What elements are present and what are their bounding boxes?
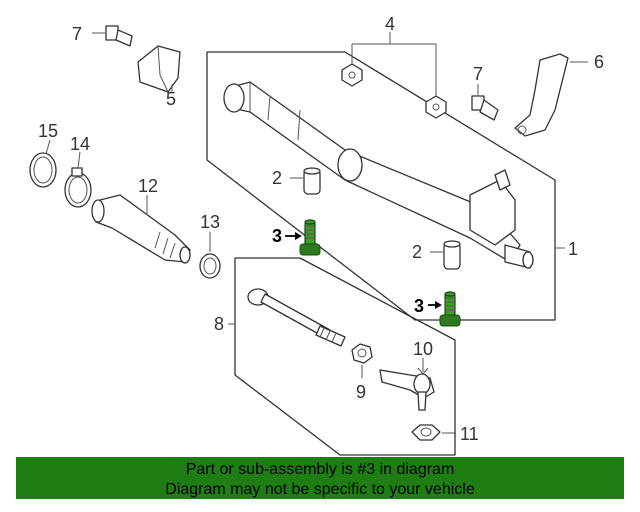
clamp-part-13 xyxy=(199,232,221,279)
banner-line-2: Diagram may not be specific to your vehi… xyxy=(165,481,475,498)
bushing-lower xyxy=(430,240,461,270)
bolt-part-3-lower[interactable] xyxy=(439,291,461,327)
callout-12: 12 xyxy=(138,176,158,196)
callout-4: 4 xyxy=(385,14,395,34)
callout-3-upper: 3 xyxy=(272,226,282,246)
ring-part-15 xyxy=(29,139,57,188)
callout-14: 14 xyxy=(70,134,90,154)
bracket-part-6 xyxy=(514,53,588,137)
bolt-part-3-upper[interactable] xyxy=(299,219,321,256)
nut-upper-right xyxy=(425,95,447,119)
tie-rod-assembly-box xyxy=(228,257,456,456)
bushing-upper xyxy=(290,167,321,195)
callout-5: 5 xyxy=(166,89,176,109)
steering-rack-assembly xyxy=(206,51,565,321)
callout-10: 10 xyxy=(413,339,433,359)
callout-2-lower: 2 xyxy=(412,242,422,262)
callout-8: 8 xyxy=(214,314,224,334)
banner-line-1: Part or sub-assembly is #3 in diagram xyxy=(185,461,455,478)
nut-part-11 xyxy=(411,424,456,441)
bolt-upper-left xyxy=(92,25,133,47)
bracket-part-5 xyxy=(137,45,181,93)
diagram-notice-banner: Part or sub-assembly is #3 in diagram Di… xyxy=(16,457,624,499)
callout-7-upper: 7 xyxy=(72,24,82,44)
clamp-part-14 xyxy=(64,151,92,208)
callout-2-upper: 2 xyxy=(272,168,282,188)
bolt-mid-right xyxy=(471,84,499,121)
callout-1: 1 xyxy=(568,239,578,259)
parts-diagram: 1 2 2 3 3 4 5 6 7 7 8 9 10 11 12 13 14 1… xyxy=(29,14,604,456)
callout-6: 6 xyxy=(594,52,604,72)
callout-7-right: 7 xyxy=(473,64,483,84)
callout-13: 13 xyxy=(200,212,220,232)
callout-11: 11 xyxy=(460,424,479,444)
callout-15: 15 xyxy=(38,121,58,141)
boot-part-12 xyxy=(91,194,191,264)
callout-3-lower: 3 xyxy=(414,296,424,316)
nut-upper-left xyxy=(341,63,363,87)
callout-9: 9 xyxy=(356,382,366,402)
